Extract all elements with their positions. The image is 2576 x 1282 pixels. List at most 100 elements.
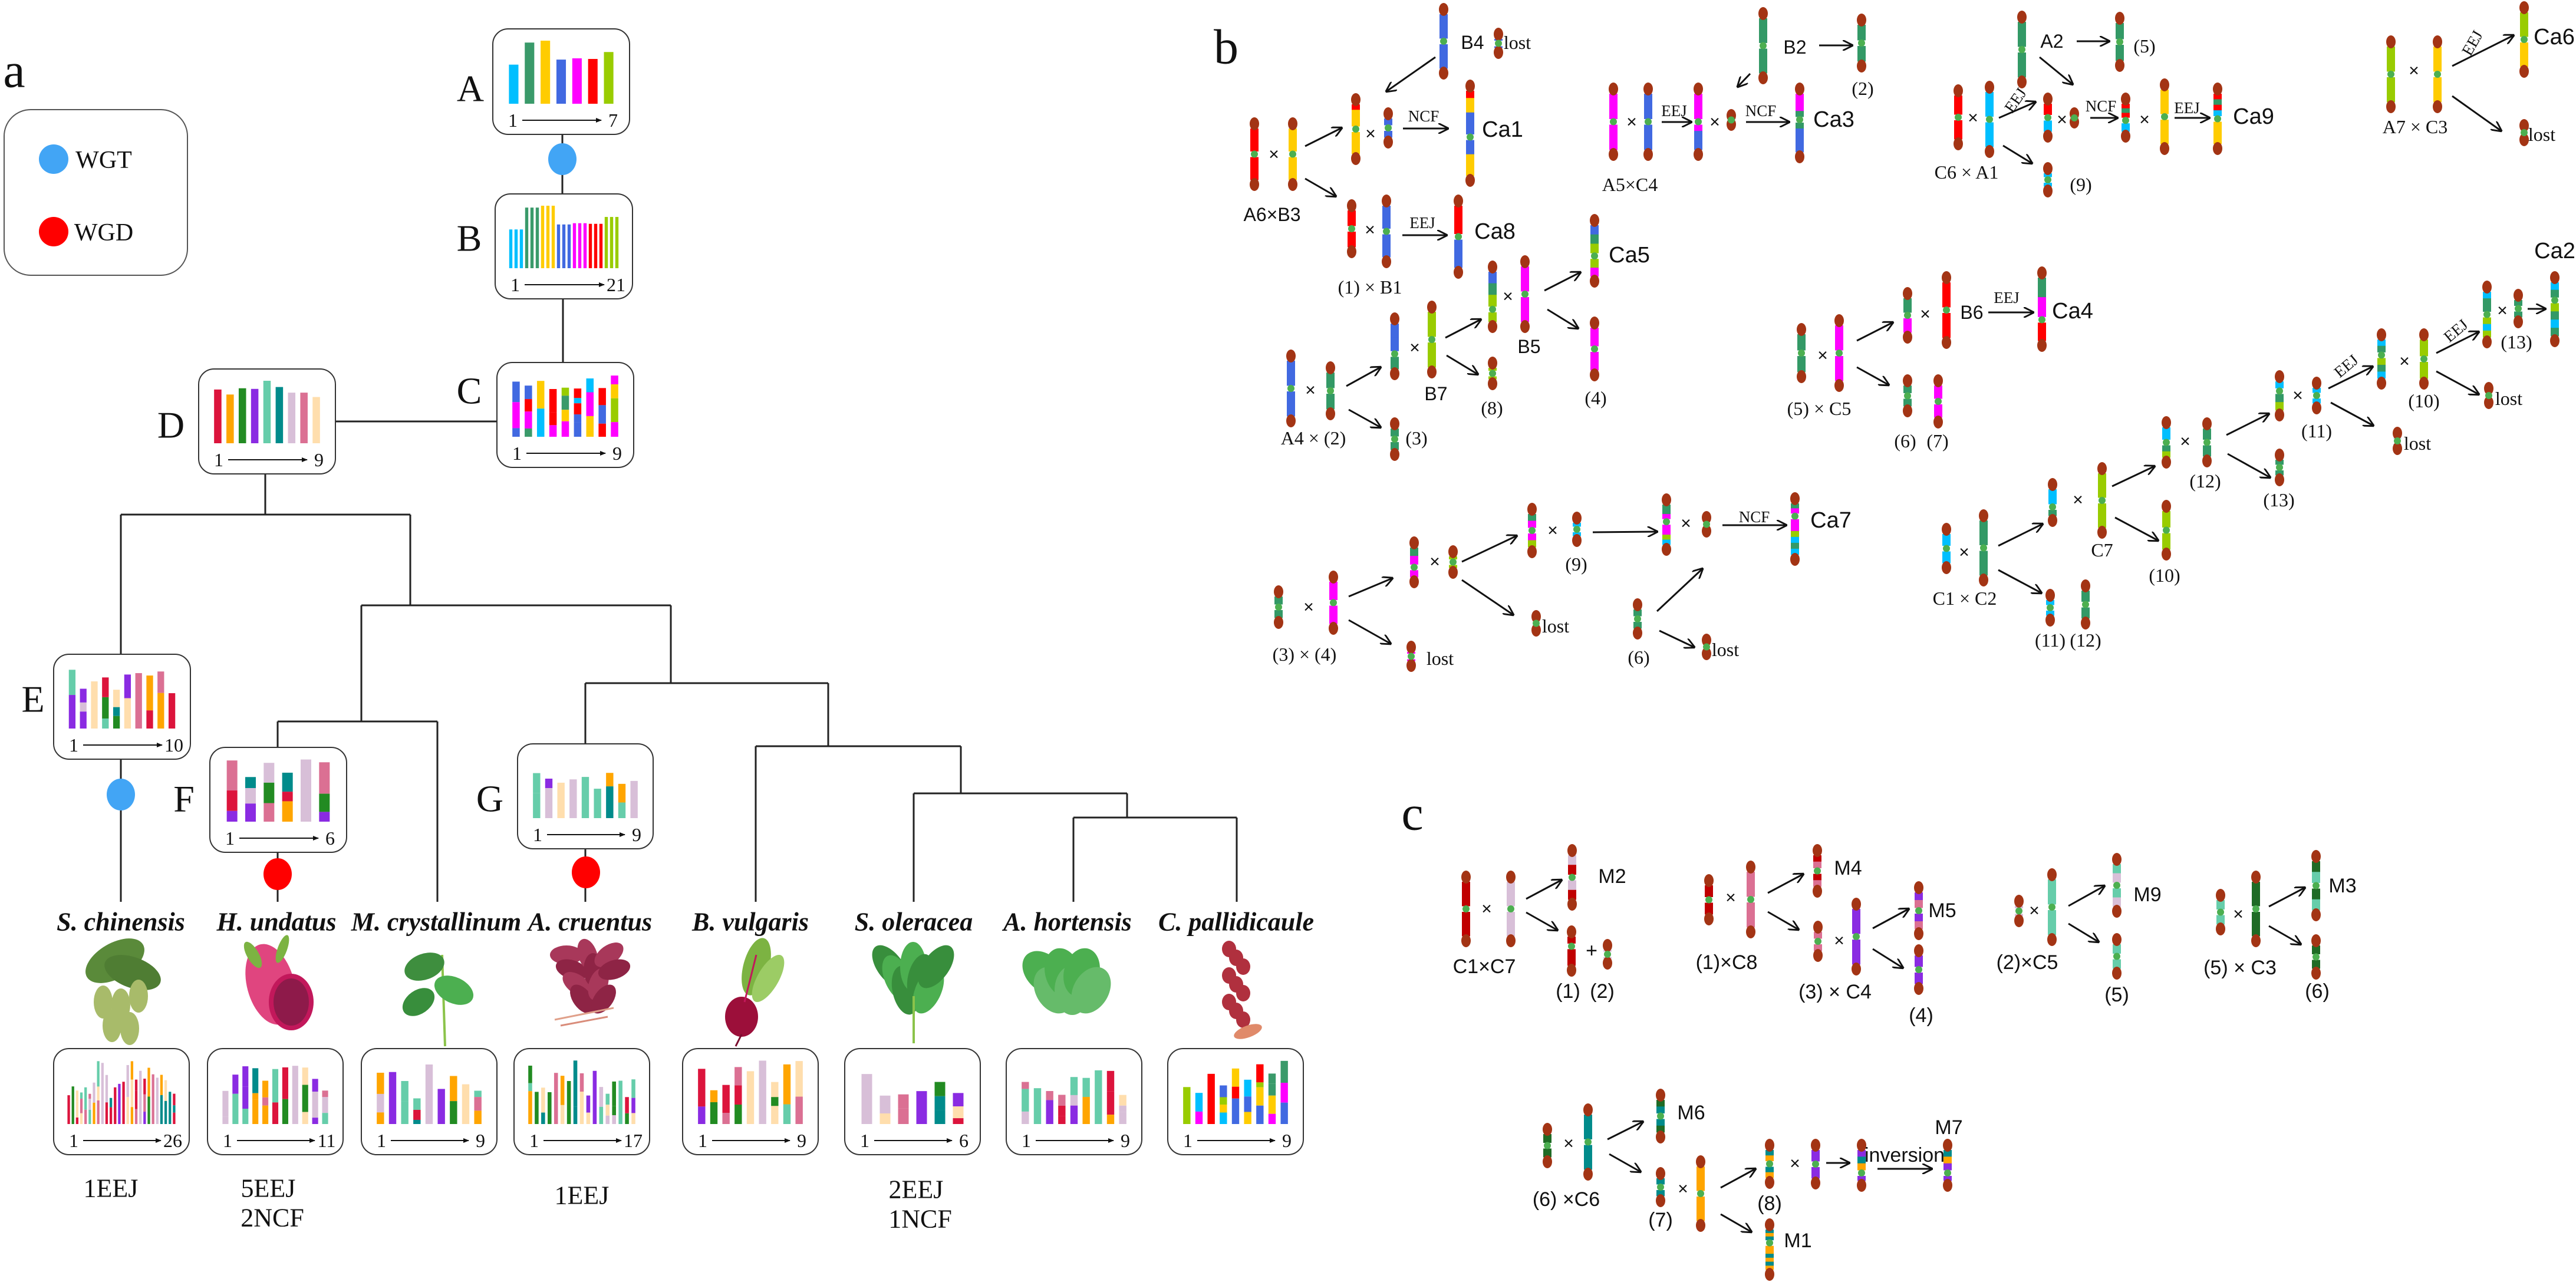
- wgd-event-icon: [572, 856, 600, 888]
- chromosome-segment: [1543, 1134, 1551, 1143]
- chromosome-bar-segment: [114, 1087, 117, 1124]
- arrow: [1348, 578, 1392, 598]
- telomere: [2097, 526, 2107, 539]
- chromosome-segment: [1796, 140, 1804, 147]
- chromosome-bar-segment: [618, 1080, 622, 1124]
- telomere: [1813, 844, 1822, 857]
- centromere: [2276, 464, 2283, 471]
- telomere: [2311, 908, 2321, 921]
- chromosome-segment: [2122, 123, 2130, 128]
- chromosome-bar-segment: [146, 675, 153, 711]
- chromosome-segment: [1694, 143, 1702, 150]
- centromere: [2483, 311, 2491, 318]
- panel-b-label: (11): [2301, 420, 2332, 441]
- chromosome-bar-segment: [1058, 1116, 1066, 1124]
- chromosome-segment: [2160, 120, 2169, 144]
- arrow: [1446, 354, 1478, 374]
- chromosome-bar-segment: [561, 410, 569, 421]
- chromosome-bar-segment: [126, 1065, 129, 1098]
- arrow: [1526, 880, 1562, 900]
- telomere: [2482, 335, 2492, 348]
- photo-shape: [120, 1012, 139, 1045]
- chromosome-bar-segment: [567, 224, 571, 268]
- chromosome-bar-segment: [771, 1106, 779, 1124]
- chromosome-bar-segment: [147, 1096, 150, 1124]
- centromere: [1411, 563, 1418, 571]
- chromosome-segment: [1813, 880, 1821, 887]
- chromosome-segment: [2213, 127, 2222, 133]
- cross-symbol: ×: [1790, 1154, 1800, 1174]
- chromosome-bar-segment: [282, 792, 293, 802]
- chromosome-segment: [2081, 591, 2090, 602]
- species-photo-5: [872, 942, 954, 1043]
- chromosome-segment: [2044, 173, 2052, 177]
- chromosome-bar-segment: [450, 1076, 457, 1102]
- arrow: [2227, 453, 2270, 477]
- chromosome-bar-segment: [586, 430, 594, 437]
- centromere: [2521, 36, 2528, 43]
- centromere: [1462, 905, 1470, 912]
- chromosome-bar-segment: [1231, 1098, 1240, 1124]
- chromosome-segment: [1796, 105, 1804, 111]
- centromere: [1585, 1138, 1592, 1146]
- chromosome-bar-segment: [109, 1098, 113, 1108]
- chromosome-segment: [1439, 44, 1448, 69]
- wgt-marker-icon: [39, 144, 68, 174]
- chromosome-bar-segment: [1231, 1068, 1240, 1087]
- chromosome-bar-segment: [541, 206, 545, 268]
- chromosome-segment: [1934, 385, 1942, 399]
- telomere: [2312, 401, 2321, 414]
- chromosome-bar-segment: [113, 690, 120, 707]
- centromere: [2113, 882, 2120, 889]
- chromosome-segment: [1352, 132, 1360, 138]
- chromosome-segment: [1942, 534, 1951, 546]
- chromosome-bar-segment: [557, 782, 565, 818]
- panel-b-label: (5) × C5: [1787, 398, 1852, 419]
- telomere: [1758, 7, 1768, 20]
- chromosome-bar-segment: [164, 1080, 167, 1101]
- chromosome-segment: [1915, 973, 1923, 984]
- telomere: [1454, 195, 1463, 207]
- chromosome-segment: [1835, 356, 1843, 381]
- telomere: [1461, 871, 1471, 884]
- chromosome: [2377, 328, 2386, 390]
- chromosome-segment: [1488, 312, 1497, 322]
- chromosome-bar-segment: [598, 423, 606, 437]
- chromosome-segment: [1528, 540, 1536, 548]
- telomere: [1465, 174, 1475, 187]
- chromosome: [2162, 500, 2171, 561]
- chromosome-segment: [1765, 1254, 1774, 1258]
- chromosome-bar-segment: [143, 1079, 146, 1095]
- telomere: [2115, 59, 2124, 72]
- chromosome-bar-segment: [263, 782, 275, 803]
- chromosome-bar-segment: [71, 1086, 74, 1124]
- chromosome: [2311, 850, 2321, 921]
- photo-shape: [591, 984, 616, 1014]
- chromosome-bar-segment: [631, 1079, 635, 1098]
- chromosome-bar-segment: [263, 763, 275, 783]
- chromosome-bar-segment: [262, 1105, 269, 1124]
- chromosome-bar-segment: [93, 1102, 95, 1124]
- telomere: [1427, 365, 1437, 378]
- karyotype-box-frame: [53, 654, 191, 760]
- chromosome: [1454, 195, 1463, 279]
- cross-symbol: ×: [2073, 490, 2083, 510]
- telomere: [2097, 462, 2107, 475]
- chromosome-bar-segment: [156, 1077, 159, 1124]
- chromosome-segment: [1765, 1245, 1774, 1250]
- panel-b-label: (4): [1585, 387, 1606, 408]
- chromosome: [2393, 427, 2402, 455]
- chromosome: [1942, 271, 1951, 349]
- telomere: [2045, 614, 2055, 627]
- chromosome-bar-segment: [898, 1094, 909, 1109]
- chromosome-bar-segment: [105, 1075, 108, 1103]
- chromosome-index-start: 1: [69, 1130, 78, 1151]
- centromere: [1836, 350, 1843, 357]
- chromosome-segment: [1352, 104, 1360, 110]
- chromosome: [1704, 874, 1714, 925]
- chromosome-bar-segment: [598, 388, 606, 406]
- chromosome-segment: [2162, 533, 2170, 550]
- chromosome-index-end: 9: [632, 824, 641, 845]
- chromosome-bar-segment: [134, 1109, 138, 1124]
